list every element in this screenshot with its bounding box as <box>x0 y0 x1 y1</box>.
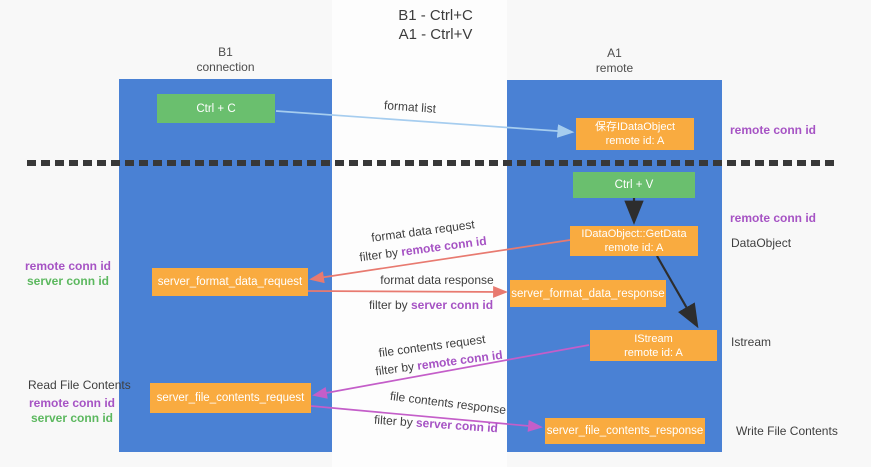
write-file-contents-label: Write File Contents <box>736 424 838 438</box>
node-server-file-contents-response-label: server_file_contents_response <box>546 425 704 437</box>
node-ctrl-v: Ctrl + V <box>573 172 695 198</box>
node-save-idataobject-line2: remote id: A <box>605 135 665 147</box>
left-remote-conn-id-label-2: remote conn id <box>28 396 115 410</box>
format-data-response-label: format data response <box>380 273 494 287</box>
left-conn-id-stack-1: remote conn id server conn id <box>18 259 118 289</box>
node-server-file-contents-response: server_file_contents_response <box>545 418 705 444</box>
node-istream-line1: IStream <box>634 332 673 345</box>
column-right-name: A1 <box>607 46 622 60</box>
right-remote-conn-id-label-1: remote conn id <box>730 123 817 137</box>
right-remote-conn-id-label-2: remote conn id <box>730 211 817 225</box>
node-server-format-data-request: server_format_data_request <box>152 268 308 296</box>
node-server-format-data-response-label: server_format_data_response <box>511 287 665 300</box>
node-idataobject-getdata-line1: IDataObject::GetData <box>581 228 687 240</box>
column-right-header: A1 remote <box>507 46 722 76</box>
column-left-role: connection <box>196 60 255 74</box>
node-idataobject-getdata-line2: remote id: A <box>604 242 664 254</box>
node-ctrl-v-label: Ctrl + V <box>614 179 654 191</box>
node-idataobject-getdata: IDataObject::GetData remote id: A <box>570 226 698 256</box>
server-conn-id-text: server conn id <box>410 298 494 312</box>
node-save-idataobject-line1: 保存IDataObject <box>594 121 676 133</box>
node-istream-line2: remote id: A <box>624 346 683 359</box>
read-file-contents-label: Read File Contents <box>28 378 131 392</box>
node-server-file-contents-request-label: server_file_contents_request <box>156 392 305 404</box>
column-left-header: B1 connection <box>119 45 332 75</box>
clipboard-divider-dashed-line <box>27 160 838 166</box>
column-left-name: B1 <box>218 45 233 59</box>
filter-by-text: filter by <box>373 412 417 430</box>
column-right-role: remote <box>595 61 634 75</box>
node-save-idataobject: 保存IDataObject remote id: A <box>576 118 694 150</box>
node-server-file-contents-request: server_file_contents_request <box>150 383 311 413</box>
filter-by-server-conn-id-label-1: filter by server conn id <box>369 298 493 312</box>
left-server-conn-id-label-2: server conn id <box>30 411 114 425</box>
node-ctrl-c-label: Ctrl + C <box>196 102 236 115</box>
filter-by-text: filter by <box>368 298 411 312</box>
dataobject-label: DataObject <box>731 236 792 250</box>
left-remote-conn-id-label-1: remote conn id <box>24 259 111 273</box>
istream-label: Istream <box>731 335 772 349</box>
node-ctrl-c: Ctrl + C <box>157 94 275 123</box>
left-server-conn-id-label-1: server conn id <box>26 274 110 288</box>
node-istream: IStream remote id: A <box>590 330 717 361</box>
left-conn-id-stack-2: remote conn id server conn id <box>22 396 122 426</box>
diagram-title-line2: A1 - Ctrl+V <box>398 26 473 43</box>
node-server-format-data-response: server_format_data_response <box>510 280 666 307</box>
diagram-title-line1: B1 - Ctrl+C <box>398 7 473 24</box>
node-server-format-data-request-label: server_format_data_request <box>157 276 303 288</box>
diagram-title: B1 - Ctrl+C A1 - Ctrl+V <box>0 6 871 44</box>
